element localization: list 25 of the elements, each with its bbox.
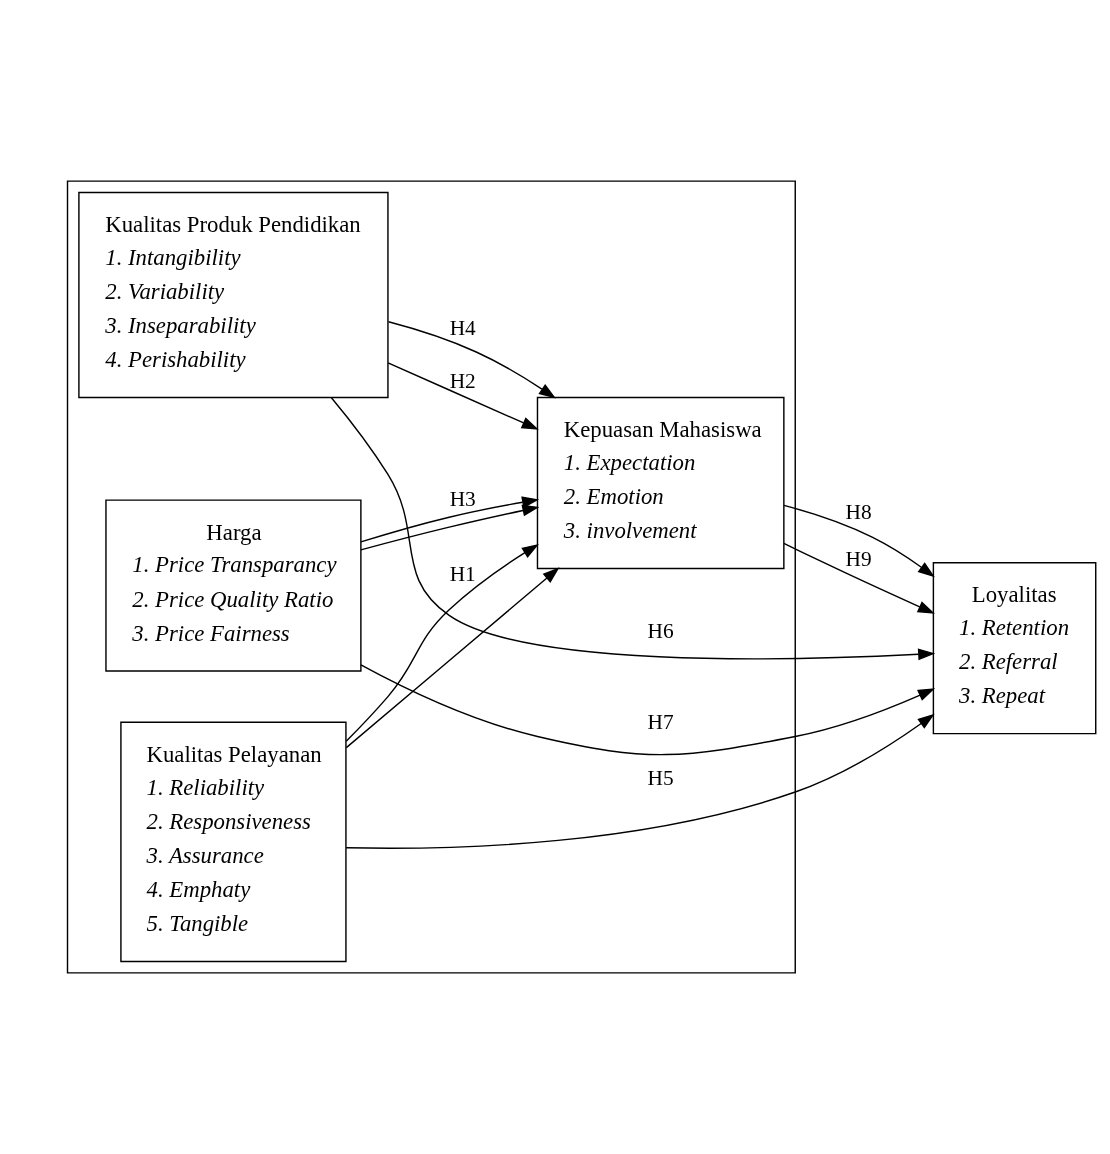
edge-label: H2 (449, 368, 476, 393)
arrow (360, 504, 540, 551)
arrow (387, 321, 556, 399)
arrow (345, 713, 935, 849)
node-box: Loyalitas 1. Retention 2. Referral 3. Repeat (932, 562, 1097, 735)
arrow (330, 397, 936, 661)
edge-label: H5 (647, 765, 674, 790)
node-box: Kualitas Pelayanan 1. Reliability 2. Responsiveness 3. Assurance 4. Emphaty 5. Tangible (120, 721, 347, 963)
edge-label: H4 (449, 315, 476, 340)
arrow (387, 362, 539, 430)
node-box: Kualitas Produk Pendidikan 1. Intangibility 2. Variability 3. Inseparability 4. Perishability (78, 191, 389, 399)
edge-label: H6 (647, 619, 674, 644)
edge-label: H3 (449, 486, 476, 511)
node-box: Kepuasan Mahasiswa 1. Expectation 2. Emotion 3. involvement (536, 396, 785, 570)
arrow (783, 504, 935, 578)
arrow (360, 664, 936, 756)
arrow (360, 496, 540, 543)
arrow (345, 543, 539, 742)
edge-label: H9 (845, 546, 872, 571)
edge-label: H8 (845, 499, 872, 524)
arrow (345, 567, 560, 749)
edge-label: H1 (449, 562, 476, 587)
cluster (66, 180, 796, 974)
edge-label: H7 (647, 710, 674, 735)
node-box: Harga 1. Price Transparancy 2. Price Quality Ratio 3. Price Fairness (105, 499, 362, 672)
